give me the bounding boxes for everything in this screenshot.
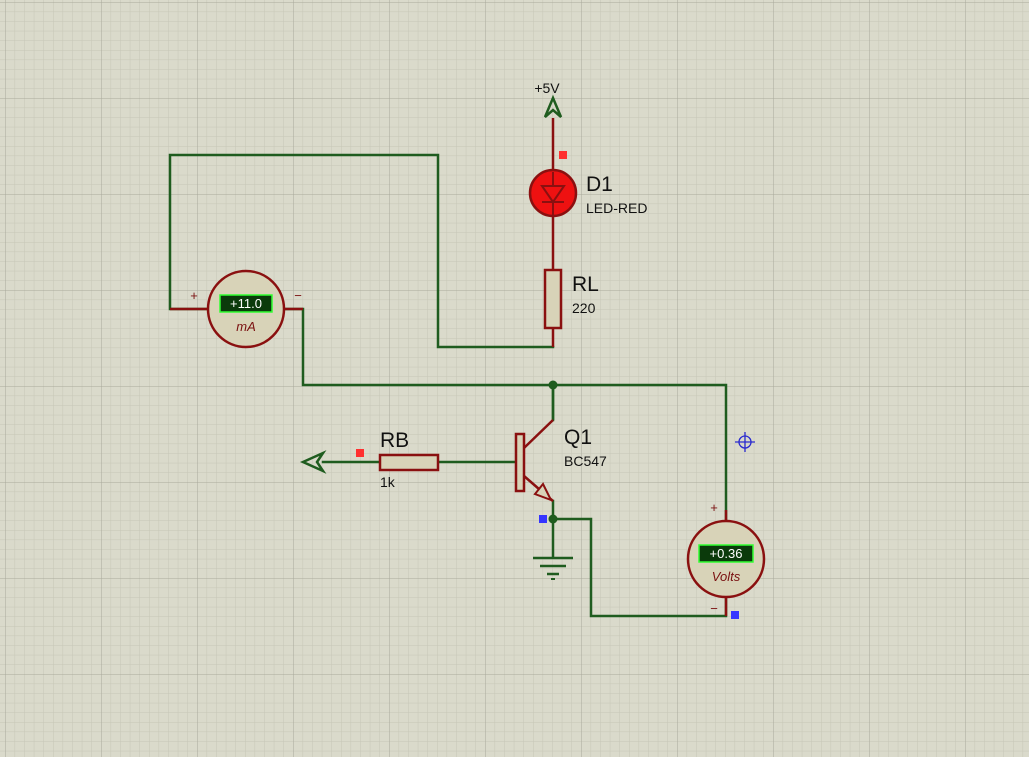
ammeter-minus: − xyxy=(294,288,302,303)
ammeter-plus: + xyxy=(190,288,198,303)
rb-ref: RB xyxy=(380,429,409,452)
power-label: +5V xyxy=(534,80,560,96)
diode-triangle-icon xyxy=(540,185,566,204)
ammeter-unit: mA xyxy=(236,319,256,334)
ground-symbol-icon[interactable] xyxy=(533,556,573,580)
d1-value: LED-RED xyxy=(586,200,647,216)
rl-value: 220 xyxy=(572,300,596,316)
transistor-base-bar xyxy=(514,432,526,493)
voltmeter-unit: Volts xyxy=(712,569,741,584)
junctions xyxy=(548,380,558,524)
junction-emitter xyxy=(548,514,558,524)
resistor-rb[interactable]: RB 1k xyxy=(378,429,440,490)
transistor-q1[interactable]: Q1 BC547 xyxy=(514,419,607,502)
emitter-arrow-icon xyxy=(533,482,554,502)
rb-value: 1k xyxy=(380,474,396,490)
pin-high-indicator-input xyxy=(356,449,364,457)
pin-indicators xyxy=(356,151,739,619)
power-terminal-5v[interactable]: +5V xyxy=(534,80,563,118)
input-terminal[interactable] xyxy=(299,450,327,474)
voltmeter-plus: + xyxy=(710,500,718,515)
resistor-rl[interactable]: RL 220 xyxy=(543,268,599,330)
ammeter[interactable]: +11.0 mA + − xyxy=(170,269,303,349)
crosshair-cursor-icon xyxy=(735,432,755,452)
d1-ref: D1 xyxy=(586,173,613,196)
voltmeter-display xyxy=(698,544,754,563)
voltmeter[interactable]: +0.36 Volts + − xyxy=(686,500,766,616)
led-d1[interactable]: D1 LED-RED xyxy=(528,168,647,218)
junction-collector xyxy=(548,380,558,390)
pin-low-indicator-voltmeter xyxy=(731,611,739,619)
q1-value: BC547 xyxy=(564,453,607,469)
rl-ref: RL xyxy=(572,273,599,296)
pin-high-indicator-led xyxy=(559,151,567,159)
ammeter-reading: +11.0 xyxy=(230,296,262,311)
voltmeter-minus: − xyxy=(710,601,718,616)
q1-ref: Q1 xyxy=(564,426,592,449)
voltmeter-reading: +0.36 xyxy=(710,546,743,561)
pin-low-indicator-emitter xyxy=(539,515,547,523)
ammeter-display xyxy=(219,294,273,313)
